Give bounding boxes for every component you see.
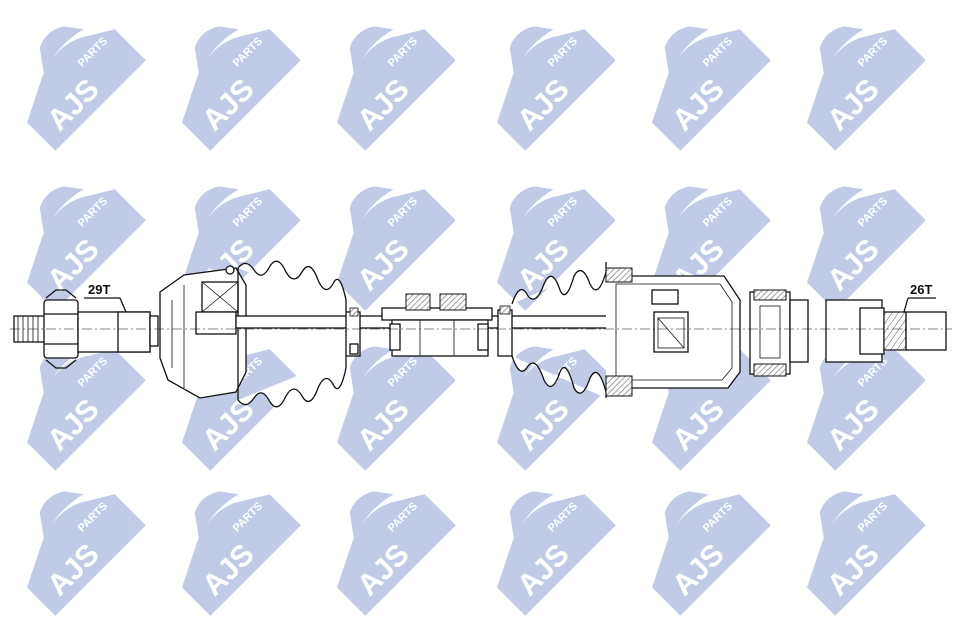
outer-boot [237, 260, 347, 408]
inner-tripod-housing [605, 267, 741, 397]
shaft-drawing: 29T [10, 260, 952, 408]
outer-cv-cage [195, 265, 239, 335]
callout-29t: 29T [84, 282, 127, 313]
left-teeth-label: 29T [88, 282, 110, 297]
inner-boot-clamp [497, 305, 513, 357]
callout-26t: 26T [903, 282, 936, 313]
left-splined-shaft [77, 311, 159, 353]
inner-bearing [749, 289, 809, 377]
outer-boot-clamp [345, 307, 361, 357]
intermediate-damper [381, 293, 493, 357]
right-teeth-label: 26T [910, 282, 932, 297]
right-splined-stub [825, 299, 947, 363]
inner-boot [511, 262, 607, 398]
